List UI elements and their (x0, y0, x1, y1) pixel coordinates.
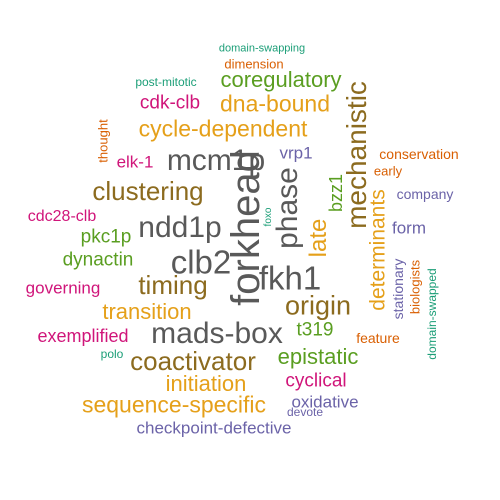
word-domain-swapped: domain-swapped (425, 268, 439, 360)
word-governing: governing (25, 278, 101, 298)
word-cycle-dependent: cycle-dependent (138, 115, 308, 142)
word-origin: origin (284, 290, 352, 321)
word-t319: t319 (296, 319, 334, 341)
word-fkh1: fkh1 (258, 259, 322, 297)
word-foxo: foxo (263, 207, 274, 227)
word-clb2: clb2 (170, 243, 232, 281)
word-conservation: conservation (379, 146, 459, 162)
word-coactivator: coactivator (130, 346, 256, 376)
word-transition: transition (102, 299, 192, 324)
word-sequence-specific: sequence-specific (81, 391, 267, 418)
word-clustering: clustering (92, 176, 204, 206)
word-dynactin: dynactin (62, 249, 134, 271)
word-company: company (396, 186, 454, 202)
word-mcm1p: mcm1p (166, 144, 266, 177)
word-pkc1p: pkc1p (80, 226, 132, 248)
word-devote: devote (286, 405, 324, 419)
word-vrp1: vrp1 (279, 143, 313, 163)
word-domain-swapping: domain-swapping (218, 42, 306, 55)
word-post-mitotic: post-mitotic (135, 75, 197, 89)
word-cdc28-clb: cdc28-clb (27, 208, 97, 225)
word-checkpoint-defective: checkpoint-defective (136, 418, 292, 438)
word-late: late (305, 218, 332, 258)
word-cdk-clb: cdk-clb (139, 92, 201, 114)
word-form: form (392, 218, 426, 238)
word-phase: phase (271, 167, 304, 249)
word-stationary: stationary (390, 258, 406, 320)
word-determinants: determinants (366, 189, 390, 311)
word-oxidative: oxidative (291, 392, 359, 412)
word-thought: thought (95, 119, 111, 163)
word-feature: feature (356, 330, 400, 346)
word-coregulatory: coregulatory (220, 67, 342, 92)
word-biologists: biologists (407, 259, 423, 315)
word-mads-box: mads-box (151, 317, 283, 350)
word-ndd1p: ndd1p (138, 211, 222, 244)
word-exemplified: exemplified (37, 326, 129, 346)
word-timing: timing (138, 270, 208, 300)
word-bzz1: bzz1 (326, 173, 346, 213)
word-early: early (373, 163, 403, 179)
word-epistatic: epistatic (277, 344, 359, 369)
word-polo: polo (100, 347, 124, 361)
word-initiation: initiation (165, 371, 247, 396)
word-cyclical: cyclical (285, 370, 347, 392)
word-dimension: dimension (224, 56, 284, 72)
word-elk-1: elk-1 (116, 152, 154, 172)
word-dna-bound: dna-bound (220, 90, 330, 117)
